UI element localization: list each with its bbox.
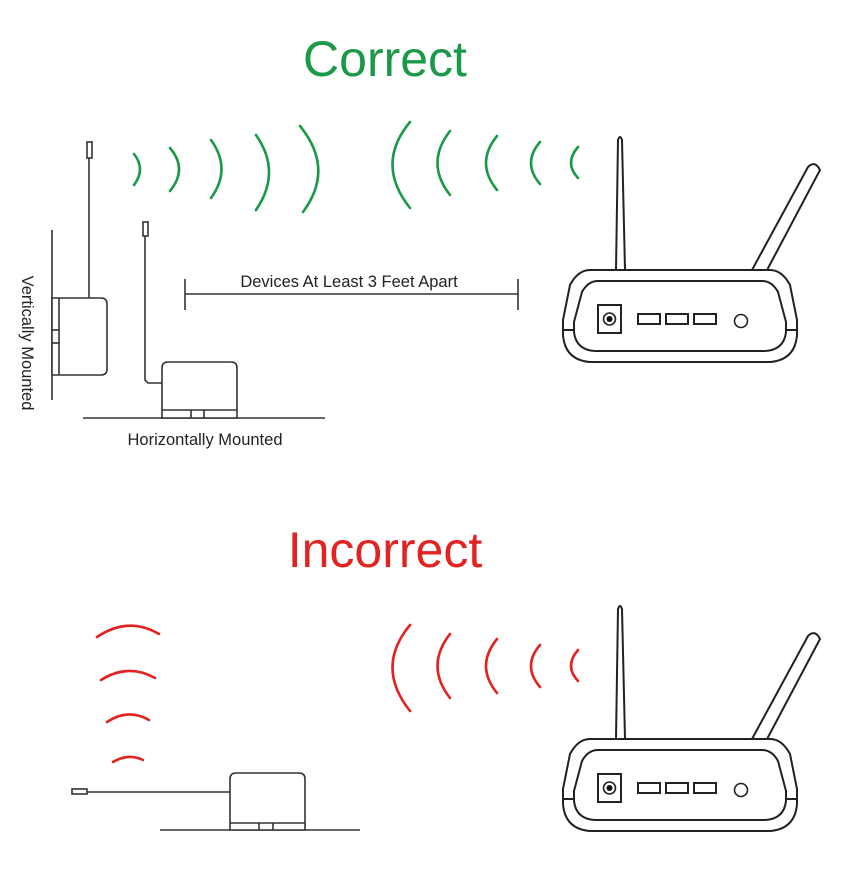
signal-waves-device-incorrect-icon <box>95 624 161 764</box>
vertical-mount-label: Vertically Mounted <box>18 276 36 411</box>
sensor-incorrect-icon <box>71 772 360 831</box>
sensor-vertical-icon <box>51 141 108 400</box>
router-incorrect-icon <box>562 605 821 832</box>
sensor-horizontal-icon <box>83 221 325 419</box>
horizontal-mount-label: Horizontally Mounted <box>128 431 283 449</box>
distance-label: Devices At Least 3 Feet Apart <box>240 273 458 291</box>
router-correct-icon <box>562 136 821 363</box>
incorrect-title: Incorrect <box>288 522 483 578</box>
signal-waves-router-incorrect-icon <box>391 623 580 713</box>
distance-dimension-line <box>184 279 519 310</box>
signal-waves-device-correct-icon <box>132 124 320 214</box>
signal-waves-router-correct-icon <box>391 120 580 210</box>
correct-title: Correct <box>303 31 467 87</box>
